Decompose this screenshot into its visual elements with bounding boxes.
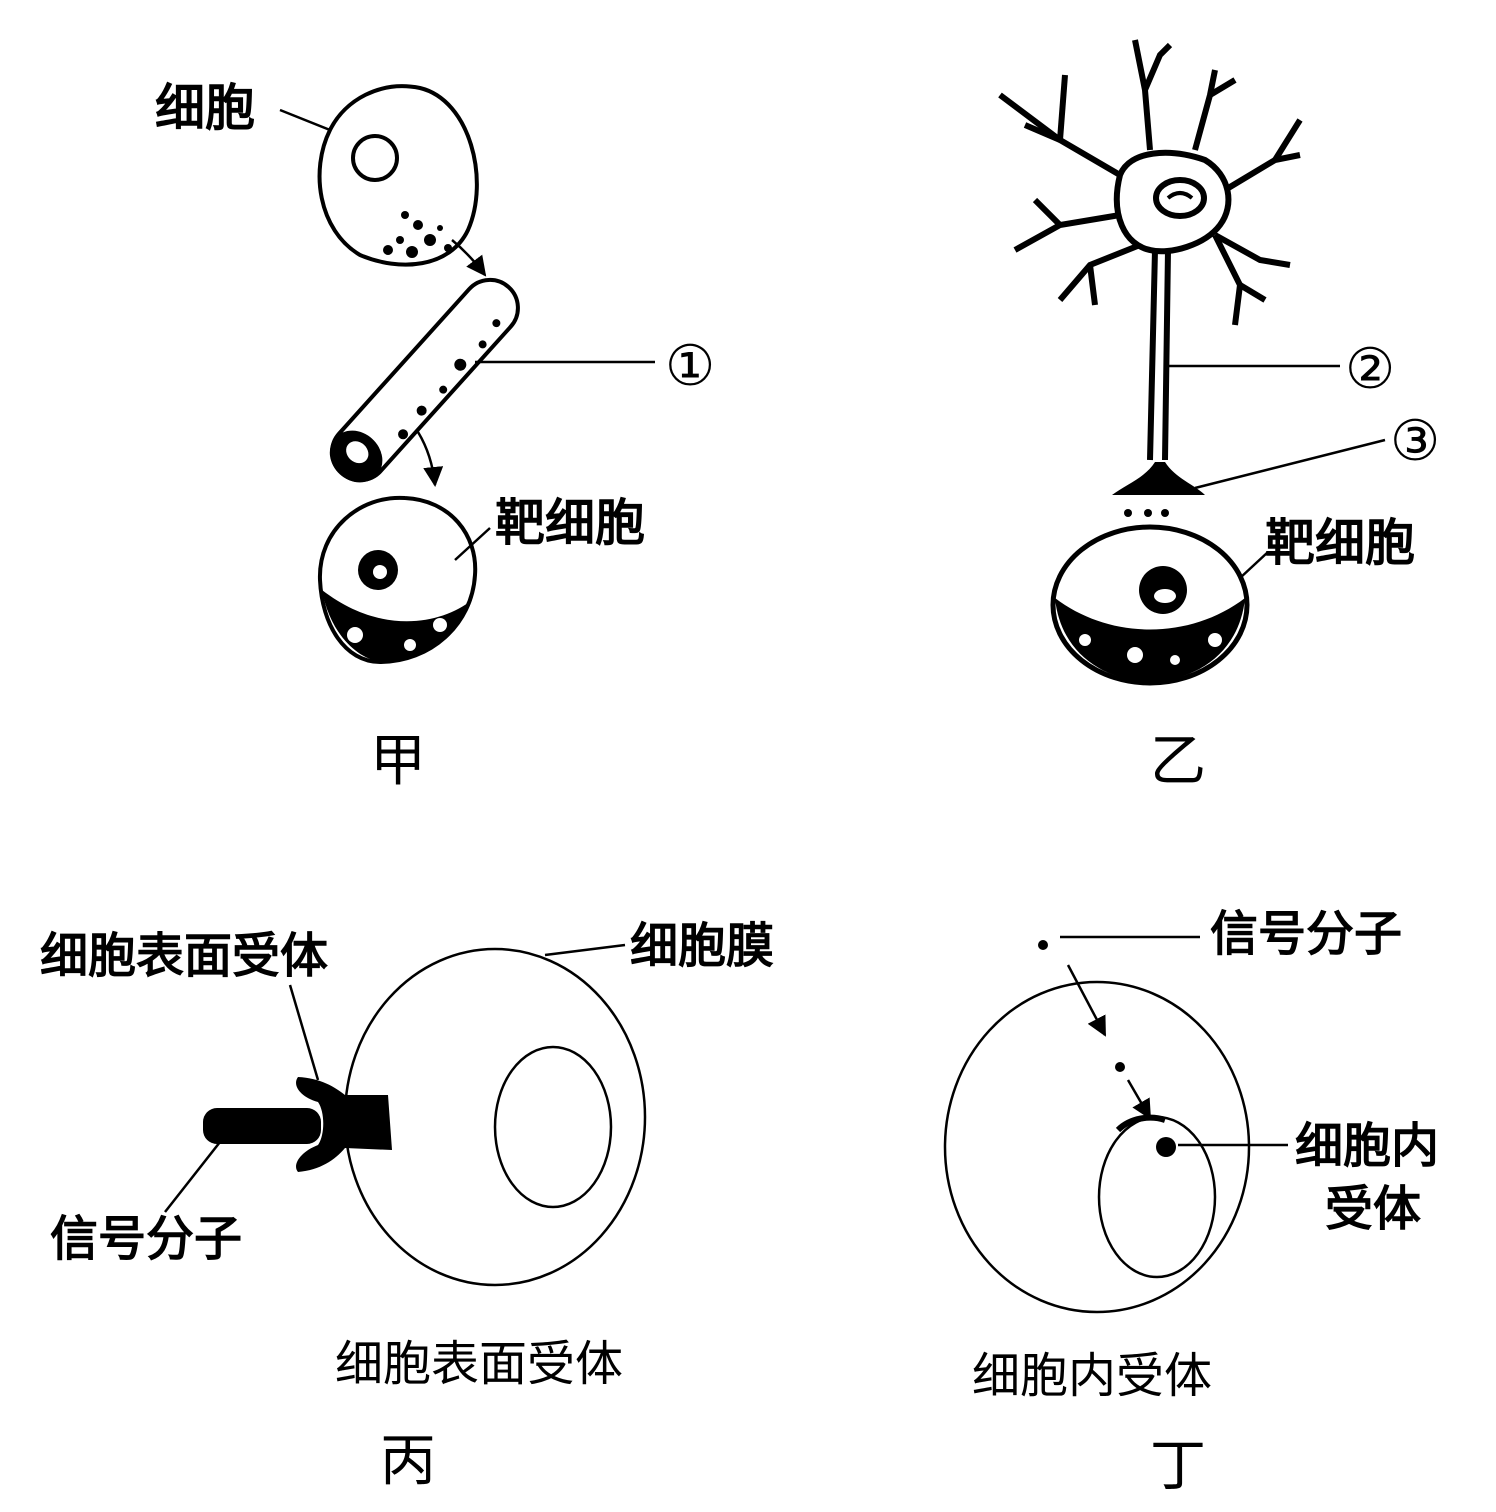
surface-receptor (296, 1077, 392, 1172)
arrow-entry (1066, 964, 1107, 1037)
panel-bing: 细胞表面受体 细胞膜 信号分子 细胞表面受体 丙 (40, 918, 774, 1494)
neuron-nucleus (1153, 177, 1207, 219)
signal-pointer-line-bing (164, 1141, 221, 1213)
signal-molecule-inside (1115, 1062, 1125, 1072)
label-target-cell-yi: 靶细胞 (1265, 514, 1415, 572)
nuclear-envelope-highlight (1115, 1114, 1166, 1133)
signal-molecule-bing (203, 1108, 321, 1144)
target-pointer-line-yi (1239, 551, 1269, 579)
marker-3: ③ (1390, 409, 1440, 474)
caption-ding: 丁 (1150, 1434, 1206, 1499)
marker-1: ① (665, 334, 715, 399)
arrow-transport (416, 431, 444, 487)
caption-jia: 甲 (370, 729, 426, 794)
membrane-pointer-line (544, 943, 626, 957)
neuron (998, 39, 1303, 517)
panel-jia: 细胞 ① 靶细胞 甲 (155, 79, 715, 794)
cell-pointer-line (279, 108, 331, 132)
panel-ding: 信号分子 细胞内 受体 细胞内受体 丁 (943, 906, 1439, 1499)
dendrites (998, 39, 1303, 326)
secreting-cell (317, 84, 479, 267)
marker3-line (1194, 438, 1386, 490)
target-pointer-line-jia (454, 527, 491, 561)
label-cell: 细胞 (155, 79, 255, 137)
label-intracellular-receptor-line2: 受体 (1325, 1181, 1421, 1237)
nucleus-ding (1097, 1115, 1217, 1279)
caption-bing: 丙 (380, 1429, 436, 1494)
target-cell-yi (1050, 524, 1250, 686)
cell-membrane-ding (943, 980, 1251, 1314)
subtitle-bing: 细胞表面受体 (335, 1336, 623, 1392)
receptor-pointer-line (288, 984, 320, 1081)
caption-yi: 乙 (1150, 729, 1206, 794)
label-signal-molecule-bing: 信号分子 (50, 1211, 242, 1267)
intracellular-receptor (1156, 1137, 1176, 1157)
label-intracellular-receptor-line1: 细胞内 (1295, 1118, 1439, 1174)
blood-vessel (329, 277, 520, 483)
nucleus-bing (493, 1045, 613, 1209)
label-signal-molecule-ding: 信号分子 (1210, 906, 1402, 962)
subtitle-ding: 细胞内受体 (972, 1348, 1212, 1404)
label-cell-membrane: 细胞膜 (630, 918, 774, 974)
nucleus (351, 134, 399, 182)
arrow-to-receptor (1126, 1079, 1152, 1120)
panel-yi: ② ③ 靶细胞 乙 (998, 39, 1440, 794)
target-cell-jia (317, 495, 478, 665)
marker-2: ② (1345, 337, 1395, 402)
label-target-cell-jia: 靶细胞 (495, 494, 645, 552)
label-surface-receptor: 细胞表面受体 (40, 928, 328, 984)
arrow-secretion (451, 239, 487, 277)
signal-molecule-outside (1038, 940, 1048, 950)
